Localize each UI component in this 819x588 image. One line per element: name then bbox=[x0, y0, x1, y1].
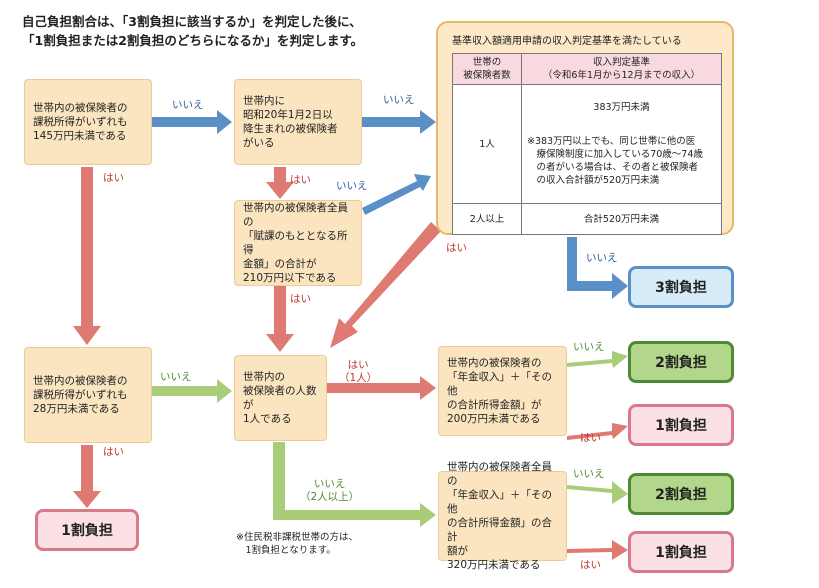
result-10-percent-low: 1割負担 bbox=[35, 509, 139, 551]
decision-text: 世帯内の被保険者全員の 「年金収入」＋「その他 の合計所得金額」の合計 額が 3… bbox=[447, 461, 552, 571]
decision-text: 世帯内の 被保険者の人数が 1人である bbox=[243, 371, 317, 425]
decision-text: 世帯内の被保険者全員の 「賦課のもととなる所得 金額」の合計が 210万円以下で… bbox=[243, 202, 348, 284]
label-yes-one: はい （1人） bbox=[339, 359, 378, 384]
arrow-b4-to-b5 bbox=[152, 379, 232, 403]
label-yes: はい bbox=[103, 446, 124, 458]
cell-main: 383万円未満 bbox=[593, 102, 650, 113]
arrow-b3-to-b5 bbox=[266, 286, 294, 352]
arrow-b1-to-b2 bbox=[152, 110, 232, 134]
arrow-b6-to-r2a bbox=[567, 351, 628, 368]
label-no: いいえ bbox=[383, 94, 415, 106]
arrow-panel-to-b5 bbox=[330, 222, 441, 348]
label-no: いいえ bbox=[172, 99, 204, 111]
intro-line-2: 「1割負担または2割負担のどちらになるか」を判定します。 bbox=[22, 33, 364, 48]
decision-taxable-income-145: 世帯内の被保険者の 課税所得がいずれも 145万円未満である bbox=[24, 79, 152, 165]
result-20-percent-single: 2割負担 bbox=[628, 341, 734, 383]
label-no: いいえ bbox=[573, 468, 605, 480]
panel-title: 基準収入額適用申請の収入判定基準を満たしている bbox=[452, 36, 682, 47]
result-20-percent-multi: 2割負担 bbox=[628, 473, 734, 515]
decision-text: 世帯内に 昭和20年1月2日以 降生まれの被保険者 がいる bbox=[243, 95, 338, 149]
result-10-percent-single: 1割負担 bbox=[628, 404, 734, 446]
decision-assessment-income-210: 世帯内の被保険者全員の 「賦課のもととなる所得 金額」の合計が 210万円以下で… bbox=[234, 200, 362, 286]
header-insured-count: 世帯の 被保険者数 bbox=[452, 53, 522, 85]
arrow-b7-to-r1c bbox=[567, 540, 628, 560]
decision-text: 世帯内の被保険者の 課税所得がいずれも 145万円未満である bbox=[33, 102, 128, 142]
label-yes: はい bbox=[290, 293, 311, 305]
arrow-panel-to-r3 bbox=[567, 237, 628, 299]
label-no: いいえ bbox=[160, 371, 192, 383]
decision-insured-count: 世帯内の 被保険者の人数が 1人である bbox=[234, 355, 327, 441]
footnote: ※住民税非課税世帯の方は、 1割負担となります。 bbox=[236, 532, 358, 556]
label-yes: はい bbox=[446, 242, 467, 254]
arrow-b4-down bbox=[73, 445, 101, 508]
decision-taxable-income-28: 世帯内の被保険者の 課税所得がいずれも 28万円未満である bbox=[24, 347, 152, 443]
result-10-percent-multi: 1割負担 bbox=[628, 531, 734, 573]
table-row: 2人以上 合計520万円未満 bbox=[452, 203, 722, 235]
label-yes: はい bbox=[580, 559, 601, 571]
label-yes: はい bbox=[290, 174, 311, 186]
cell-note: ※383万円以上でも、同じ世帯に他の医 療保険制度に加入している70歳～74歳 … bbox=[527, 136, 703, 186]
decision-text: 世帯内の被保険者の 「年金収入」＋「その他 の合計所得金額」が 200万円未満で… bbox=[447, 357, 552, 425]
result-30-percent: 3割負担 bbox=[628, 266, 734, 308]
header-income-criteria: 収入判定基準 （令和6年1月から12月までの収入） bbox=[521, 53, 722, 85]
arrow-b7-to-r2b bbox=[567, 481, 628, 504]
arrow-b2-to-b3 bbox=[266, 167, 294, 199]
label-no-two: いいえ （2人以上） bbox=[300, 478, 360, 503]
arrow-b2-to-panel bbox=[362, 110, 436, 134]
cell-count: 1人 bbox=[452, 84, 522, 204]
criteria-table: 世帯の 被保険者数 収入判定基準 （令和6年1月から12月までの収入） 1人 3… bbox=[452, 53, 722, 235]
cell-count: 2人以上 bbox=[452, 203, 522, 235]
decision-text: 世帯内の被保険者の 課税所得がいずれも 28万円未満である bbox=[33, 375, 128, 415]
cell-criteria: 合計520万円未満 bbox=[521, 203, 722, 235]
decision-income-320: 世帯内の被保険者全員の 「年金収入」＋「その他 の合計所得金額」の合計 額が 3… bbox=[438, 461, 567, 571]
table-row: 1人 383万円未満 ※383万円以上でも、同じ世帯に他の医 療保険制度に加入し… bbox=[452, 84, 722, 204]
cell-criteria: 383万円未満 ※383万円以上でも、同じ世帯に他の医 療保険制度に加入している… bbox=[521, 84, 722, 204]
decision-income-200: 世帯内の被保険者の 「年金収入」＋「その他 の合計所得金額」が 200万円未満で… bbox=[438, 346, 567, 436]
label-yes: はい bbox=[103, 172, 124, 184]
table-header-row: 世帯の 被保険者数 収入判定基準 （令和6年1月から12月までの収入） bbox=[452, 53, 722, 85]
label-no: いいえ bbox=[336, 180, 368, 192]
intro-line-1: 自己負担割合は、「3割負担に該当するか」を判定した後に、 bbox=[22, 14, 362, 29]
arrow-b5-to-b7 bbox=[273, 442, 436, 527]
arrow-b3-to-panel bbox=[362, 174, 431, 215]
arrow-b6-to-r1a bbox=[567, 423, 628, 440]
decision-birthdate: 世帯内に 昭和20年1月2日以 降生まれの被保険者 がいる bbox=[234, 79, 362, 165]
arrow-b5-to-b6 bbox=[327, 376, 436, 400]
arrow-b1-down bbox=[73, 167, 101, 345]
label-no: いいえ bbox=[573, 341, 605, 353]
label-yes: はい bbox=[580, 432, 601, 444]
income-criteria-panel: 基準収入額適用申請の収入判定基準を満たしている 世帯の 被保険者数 収入判定基準… bbox=[436, 21, 734, 235]
label-no: いいえ bbox=[586, 252, 618, 264]
